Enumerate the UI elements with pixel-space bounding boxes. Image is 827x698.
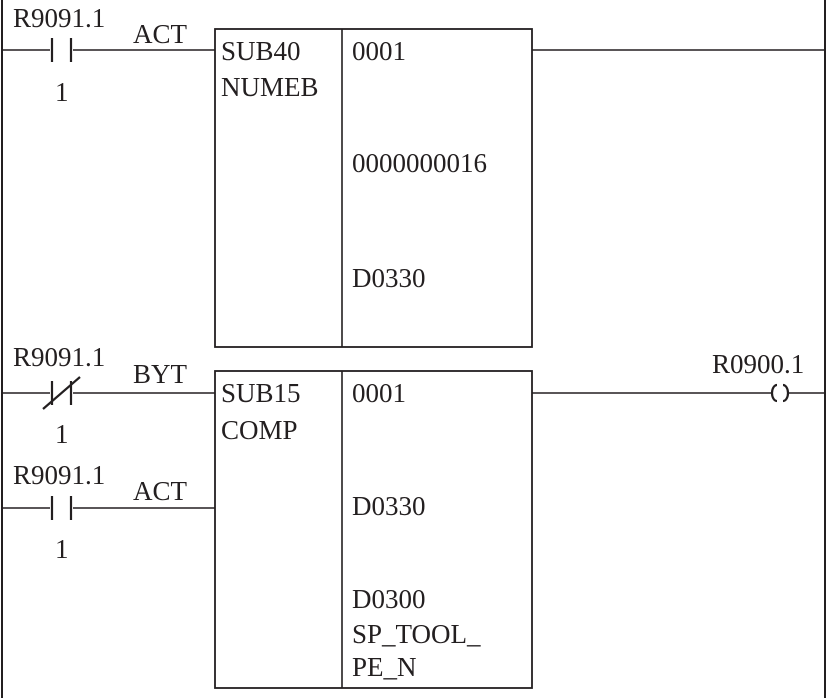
rung1-param-3: D0330	[352, 263, 426, 293]
rung-2: R9091.1 1 BYT R9091.1 1 ACT SUB15 COMP 0…	[2, 342, 825, 689]
rung1-function-block: SUB40 NUMEB 0001 0000000016 D0330	[214, 28, 533, 348]
rung2-contact-nc	[42, 376, 81, 410]
rung1-param-1: 0001	[352, 36, 406, 66]
rung1-block-name: NUMEB	[221, 72, 319, 102]
rung2-symbol-line-1: SP_TOOL_	[352, 619, 481, 649]
rung2-contact-no	[50, 496, 73, 520]
rung1-block-code: SUB40	[221, 36, 301, 66]
rung2-block-code: SUB15	[221, 378, 301, 408]
rung2-act-label: ACT	[133, 476, 188, 506]
rung1-block-frame	[214, 28, 533, 348]
rung2-function-block: SUB15 COMP 0001 D0330 D0300 SP_TOOL_ PE_…	[214, 370, 533, 689]
rung2-byt-contact-number: 1	[55, 419, 69, 449]
rung2-param-2: D0330	[352, 491, 426, 521]
rung2-block-name: COMP	[221, 415, 298, 445]
rung2-act-contact-address: R9091.1	[13, 460, 105, 490]
rung2-output-coil	[770, 383, 790, 403]
rung1-act-label: ACT	[133, 19, 188, 49]
rung2-coil-address: R0900.1	[712, 349, 804, 379]
rung2-block-frame	[214, 370, 533, 689]
rung1-param-2: 0000000016	[352, 148, 487, 178]
rung-1: R9091.1 1 ACT SUB40 NUMEB 0001 000000001…	[2, 3, 825, 348]
rung1-contact-number: 1	[55, 77, 69, 107]
rung1-contact-address: R9091.1	[13, 3, 105, 33]
rung2-symbol-line-2: PE_N	[352, 652, 417, 682]
rung1-contact-no	[50, 38, 73, 62]
rung2-act-contact-number: 1	[55, 534, 69, 564]
rung2-param-3: D0300	[352, 584, 426, 614]
rung2-byt-contact-address: R9091.1	[13, 342, 105, 372]
rung2-byt-label: BYT	[133, 359, 188, 389]
rung2-param-1: 0001	[352, 378, 406, 408]
